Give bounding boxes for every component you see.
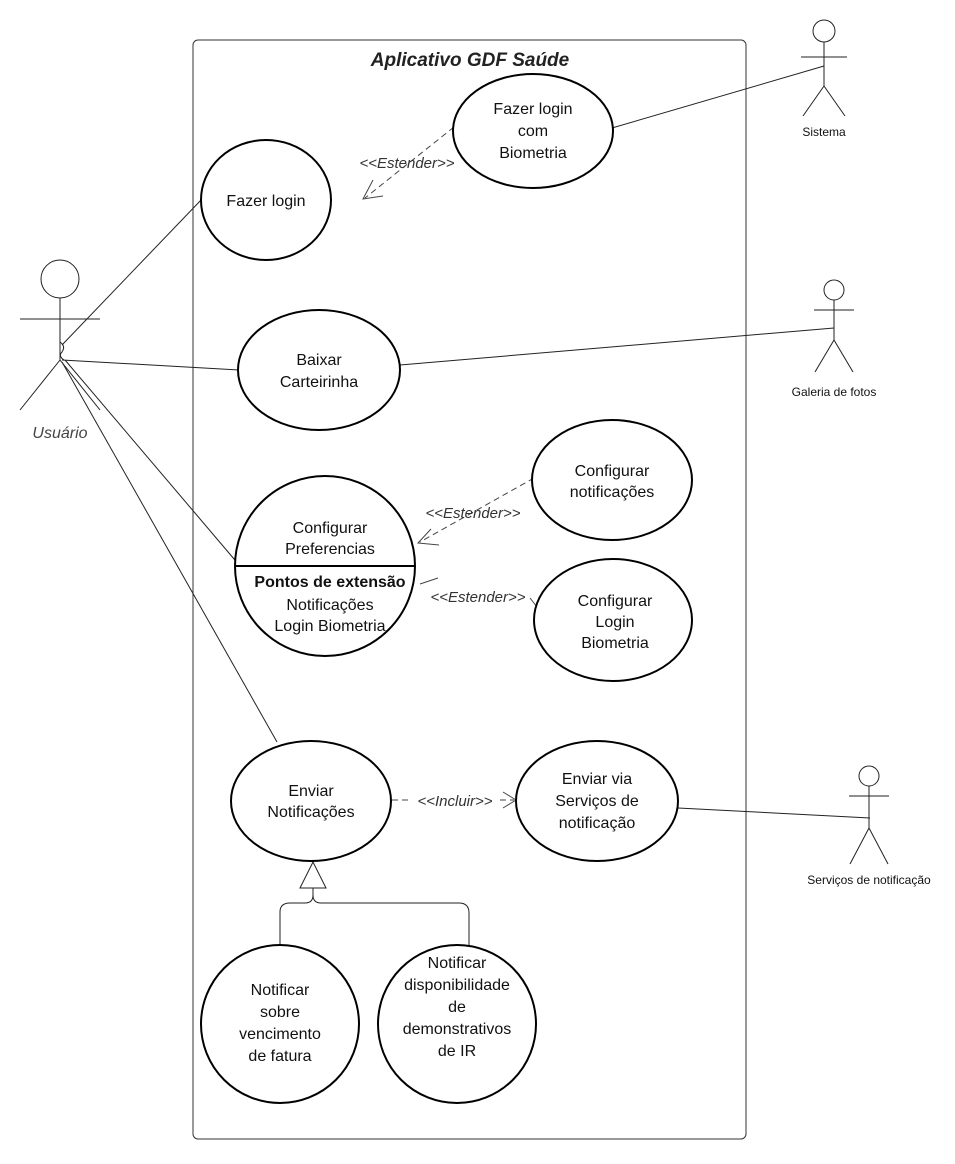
assoc-usuario-enviar-notificacoes	[61, 361, 278, 743]
system-title: Aplicativo GDF Saúde	[370, 50, 570, 71]
uc-enviar-via-l1: Enviar via	[562, 771, 632, 788]
actor-sistema-label: Sistema	[802, 125, 846, 139]
uc-notificar-fatura-l3: vencimento	[239, 1026, 321, 1043]
uc-enviar-via-l2: Serviços de	[555, 793, 639, 810]
extension-point-2: Login Biometria	[274, 618, 385, 635]
assoc-usuario-config-preferencias	[64, 359, 241, 567]
uc-baixar-l2: Carteirinha	[280, 374, 358, 391]
actor-servicos	[849, 765, 889, 865]
usecase-notificar-ir	[377, 944, 537, 1104]
extend-line-login	[364, 126, 455, 199]
uc-notificar-ir-l4: demonstrativos	[403, 1021, 512, 1038]
actor-usuario-head	[40, 259, 80, 299]
uc-baixar-l1: Baixar	[296, 352, 342, 369]
actor-sistema-head	[812, 19, 836, 43]
usecase-config-login-biometria	[533, 558, 693, 682]
usecase-config-notificacoes	[531, 419, 693, 541]
label-estender-biometria: <<Estender>>	[430, 589, 525, 606]
assoc-usuario-baixar-carteirinha	[61, 359, 240, 371]
actor-servicos-label: Serviços de notificação	[807, 873, 931, 887]
usecase-baixar-carteirinha	[237, 309, 401, 431]
assoc-galeria-baixar	[399, 327, 835, 366]
uc-config-notif-l1: Configurar	[575, 463, 650, 480]
uc-notificar-ir-l2: disponibilidade	[404, 977, 510, 994]
assoc-sistema-login-biometria	[611, 65, 825, 129]
usecase-enviar-notificacoes	[230, 740, 392, 862]
uc-notificar-ir-l3: de	[448, 999, 466, 1016]
actor-sistema	[801, 19, 847, 117]
assoc-usuario-fazer-login	[61, 198, 203, 346]
usecase-enviar-via-servicos	[515, 740, 679, 862]
extension-point-1: Notificações	[286, 597, 373, 614]
uc-config-pref-l2: Preferencias	[285, 541, 375, 558]
uc-notificar-ir-l1: Notificar	[428, 955, 487, 972]
generalization-arrowhead	[299, 860, 327, 889]
label-incluir: <<Incluir>>	[417, 793, 492, 810]
actor-usuario	[19, 259, 101, 411]
extension-points-heading: Pontos de extensão	[254, 574, 405, 591]
label-estender-login: <<Estender>>	[359, 155, 454, 172]
uc-fazer-login-l1: Fazer login	[226, 193, 305, 210]
actor-servicos-head	[858, 765, 880, 787]
associations	[61, 65, 871, 945]
actor-galeria-label: Galeria de fotos	[792, 385, 877, 399]
uc-config-bio-l1: Configurar	[578, 593, 653, 610]
uc-config-pref-l1: Configurar	[293, 520, 368, 537]
uc-enviar-via-l3: notificação	[559, 815, 636, 832]
label-estender-notificacoes: <<Estender>>	[425, 505, 520, 522]
assoc-servicos-enviar-via	[677, 807, 871, 819]
actor-usuario-label: Usuário	[32, 425, 87, 442]
usecase-notificar-fatura	[200, 944, 360, 1104]
extend-line-biometria	[419, 577, 439, 585]
uc-notificar-fatura-l4: de fatura	[248, 1048, 311, 1065]
extend-line-notificacoes	[419, 477, 535, 543]
actor-galeria-head	[823, 279, 845, 301]
uc-login-biometria-l3: Biometria	[499, 145, 567, 162]
uc-login-biometria-l2: com	[518, 123, 548, 140]
uc-notificar-fatura-l2: sobre	[260, 1004, 300, 1021]
uc-enviar-notif-l2: Notificações	[267, 804, 354, 821]
system-boundary	[192, 39, 747, 1140]
uc-config-bio-l2: Login	[595, 614, 634, 631]
usecase-labels: Fazer login Fazer login com Biometria Ba…	[226, 101, 654, 1065]
extend-arrow-notificacoes	[416, 528, 440, 546]
dependencies	[362, 126, 538, 809]
uc-config-bio-l3: Biometria	[581, 635, 649, 652]
uc-config-notif-l2: notificações	[570, 484, 655, 501]
usecase-fazer-login	[200, 139, 332, 261]
generalization-connector	[279, 888, 470, 945]
uc-enviar-notif-l1: Enviar	[288, 783, 334, 800]
actor-galeria	[814, 279, 854, 373]
uc-notificar-ir-l5: de IR	[438, 1043, 476, 1060]
extend-arrow-login	[362, 179, 384, 200]
uc-login-biometria-l1: Fazer login	[493, 101, 572, 118]
usecase-login-biometria	[452, 73, 614, 189]
uc-notificar-fatura-l1: Notificar	[251, 982, 310, 999]
